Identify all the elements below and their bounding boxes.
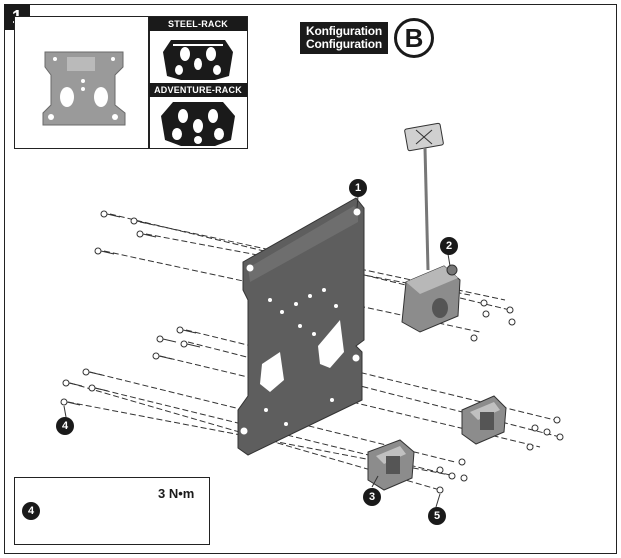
torque-value: 3 N•m [158, 486, 195, 501]
configuration-label: Konfiguration Configuration B [300, 18, 435, 58]
adapter-plate [237, 197, 365, 456]
callout-plate: 1 [349, 179, 367, 197]
configuration-letter: B [394, 18, 435, 58]
callout-lock: 2 [440, 237, 458, 255]
callout-nut: 5 [428, 507, 446, 525]
rack-divider [148, 17, 150, 148]
lock-assembly [401, 122, 461, 333]
adventure-rack-label: ADVENTURE-RACK [149, 83, 247, 97]
instruction-frame [4, 4, 617, 554]
steel-rack-label: STEEL-RACK [149, 17, 247, 31]
mount-right [461, 395, 507, 445]
steel-rack-thumbnail [163, 40, 233, 80]
rack-selection-box: STEEL-RACK ADVENTURE-RACK [14, 16, 248, 149]
torque-spec-box [14, 477, 210, 545]
adapter-plate-thumbnail [42, 51, 126, 126]
configuration-label-de: Konfiguration [306, 24, 383, 38]
bolts [60, 210, 201, 406]
adventure-rack-thumbnail [161, 102, 235, 146]
configuration-label-en: Configuration [306, 37, 383, 51]
callout-mount: 3 [363, 488, 381, 506]
callout-leaders [63, 195, 451, 508]
callout-torque-bolt: 4 [22, 502, 40, 520]
mount-lower [367, 439, 415, 491]
configuration-text: Konfiguration Configuration [300, 22, 389, 54]
callout-bolt: 4 [56, 417, 74, 435]
nuts [436, 299, 564, 494]
